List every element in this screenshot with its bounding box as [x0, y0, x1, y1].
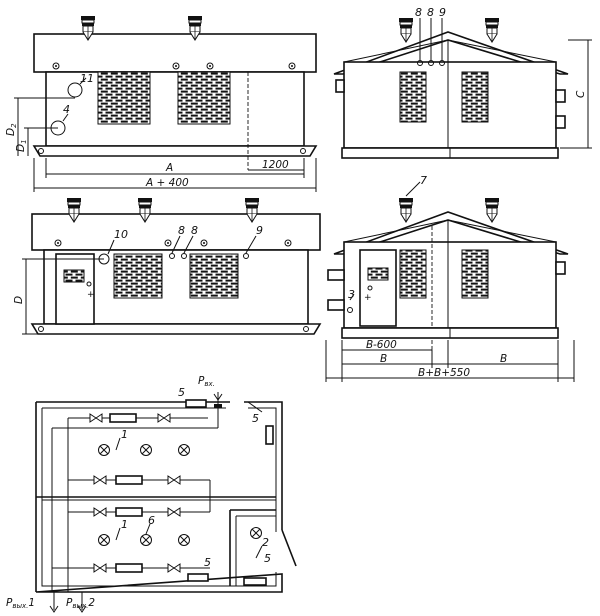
gas-regulator — [115, 475, 143, 485]
dim-a-plus-400: A + 400 — [145, 177, 189, 189]
entrance-door — [55, 253, 95, 325]
louvre-window — [399, 71, 427, 123]
dim-a: A — [165, 162, 173, 174]
callout-8: 8 — [191, 224, 198, 237]
louvre-window — [461, 71, 489, 123]
callout-11: 11 — [80, 72, 94, 85]
svg-text:+: + — [87, 290, 95, 300]
callout-2: 2 — [262, 536, 269, 549]
dim-b: B — [500, 353, 507, 365]
lifting-eye-icon — [52, 62, 60, 70]
burner-icon — [140, 444, 152, 456]
valve-icon — [93, 475, 107, 485]
equipment-box — [185, 399, 207, 408]
dim-b-minus-600: B-600 — [366, 339, 397, 351]
label-p-in: Pвх. — [198, 375, 215, 388]
valve-icon — [93, 507, 107, 517]
callout-1: 1 — [121, 428, 128, 441]
burner-icon — [178, 534, 190, 546]
equipment-box — [265, 425, 274, 445]
gas-regulator — [115, 563, 143, 573]
valve-icon — [93, 563, 107, 573]
callout-5: 5 — [252, 412, 259, 425]
port-icon — [428, 60, 434, 66]
lifting-eye-icon — [164, 239, 172, 247]
port-icon — [169, 253, 175, 259]
burner-icon — [140, 534, 152, 546]
callout-9: 9 — [256, 224, 263, 237]
rear-elevation-view: + 10 8 8 9 D — [13, 197, 322, 335]
side-elevation-view: 8 8 9 C — [333, 6, 592, 159]
lifting-eye-icon — [54, 239, 62, 247]
callout-1: 1 — [121, 518, 128, 531]
louvre-window — [189, 253, 239, 299]
dim-b: B — [380, 353, 387, 365]
roof-vent-icon — [398, 17, 414, 43]
pipe-opening — [67, 82, 83, 98]
label-p-out-1: Pвых.1 — [6, 597, 35, 610]
callout-6: 6 — [148, 514, 155, 527]
louvre-window — [113, 253, 163, 299]
valve-icon — [167, 475, 181, 485]
entrance-door — [359, 249, 397, 327]
dim-d1: D1 — [15, 139, 28, 152]
burner-icon — [98, 444, 110, 456]
louvre-window — [97, 71, 151, 125]
burner-icon — [250, 527, 262, 539]
valve-icon — [89, 413, 103, 423]
callout-5: 5 — [178, 386, 185, 399]
lifting-eye-icon — [200, 239, 208, 247]
lifting-eye-icon — [206, 62, 214, 70]
svg-text:+: + — [364, 293, 372, 303]
port-icon — [181, 253, 187, 259]
louvre-window — [461, 249, 489, 299]
lifting-eye-icon — [172, 62, 180, 70]
dim-1200: 1200 — [262, 159, 289, 171]
port-icon — [439, 60, 445, 66]
callout-10: 10 — [114, 228, 128, 241]
valve-icon — [157, 413, 171, 423]
callout-9: 9 — [439, 6, 446, 19]
dim-c: C — [575, 90, 587, 98]
equipment-box — [243, 577, 267, 586]
callout-5: 5 — [204, 556, 211, 569]
roof-vent-icon — [398, 197, 414, 223]
valve-icon — [167, 507, 181, 517]
pipe-opening — [347, 307, 353, 313]
callout-4: 4 — [63, 103, 70, 116]
dim-b-plus-b-plus-550: B+B+550 — [418, 367, 470, 379]
port-icon — [243, 253, 249, 259]
callout-3: 3 — [348, 288, 355, 301]
front-elevation-view: 11 4 D2 D1 A 1200 A + 400 — [5, 15, 318, 192]
louvre-window — [177, 71, 231, 125]
gas-regulator — [115, 507, 143, 517]
valve-icon — [167, 563, 181, 573]
label-p-out-2: Pвых.2 — [66, 597, 95, 610]
burner-icon — [178, 444, 190, 456]
lifting-eye-icon — [288, 62, 296, 70]
callout-8: 8 — [415, 6, 422, 19]
callout-7: 7 — [420, 174, 427, 187]
dim-d2: D2 — [5, 123, 18, 136]
burner-icon — [98, 534, 110, 546]
side-elevation-door-view: + 7 3 B-600 B B B+B+550 — [325, 174, 575, 382]
callout-5: 5 — [264, 552, 271, 565]
dim-d: D — [13, 296, 25, 304]
lifting-eye-icon — [284, 239, 292, 247]
louvre-window — [399, 249, 427, 299]
roof-vent-icon — [484, 17, 500, 43]
equipment-box — [187, 573, 209, 582]
roof-vent-icon — [484, 197, 500, 223]
callout-8: 8 — [427, 6, 434, 19]
gas-regulator — [109, 413, 137, 423]
port-icon — [417, 60, 423, 66]
plan-view: 5 5 1 1 6 2 5 5 Pвх. Pвых.1 Pвых.2 — [6, 375, 297, 613]
callout-8: 8 — [178, 224, 185, 237]
